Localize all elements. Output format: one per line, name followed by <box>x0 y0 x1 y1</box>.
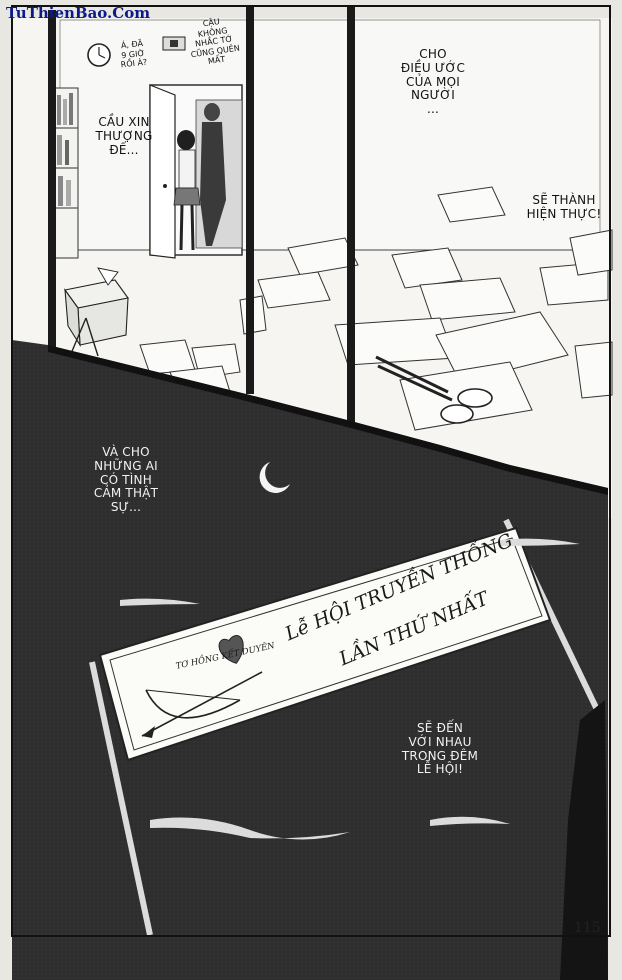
wall-sign-mark <box>170 40 178 47</box>
water-ripples <box>120 538 580 840</box>
bubble-girl-whisper: Á, ĐÃ 9 GIỜ RỒI À? <box>120 38 148 70</box>
page-number: 115 <box>574 920 601 936</box>
bubble-prayer: CẦU XIN THƯỢNG ĐẾ... <box>95 115 153 157</box>
boy-figure <box>200 103 226 246</box>
panel-border <box>11 5 611 937</box>
wall-clock-icon <box>87 43 111 67</box>
bookshelf <box>53 87 79 259</box>
panel-divider-bars <box>48 6 355 422</box>
bubble-boy-whisper: CẬU KHÔNG NHẮC TỚ CŨNG QUÊN MẤT <box>190 17 241 67</box>
rock <box>560 700 608 980</box>
girl-figure <box>173 130 201 251</box>
night-sky-edge <box>48 345 608 495</box>
crescent-moon-icon <box>259 462 290 493</box>
bubble-come-true: SẼ THÀNH HIỆN THỰC! <box>526 193 602 221</box>
stand-legs <box>69 317 99 357</box>
bubble-lovers: VÀ CHO NHỮNG AI CÓ TÌNH CẢM THẬT SỰ... <box>93 445 159 515</box>
bubble-wishes: CHO ĐIỀU ƯỚC CỦA MỌI NGƯỜI ... <box>400 47 466 117</box>
site-watermark: TuThienBao.Com <box>6 4 151 22</box>
bubble-together: SẼ ĐẾN VỚI NHAU TRONG ĐÊM LỄ HỘI! <box>401 721 479 777</box>
festival-banner <box>89 518 605 936</box>
open-doorway <box>149 84 243 259</box>
scissors-icon <box>375 355 493 424</box>
